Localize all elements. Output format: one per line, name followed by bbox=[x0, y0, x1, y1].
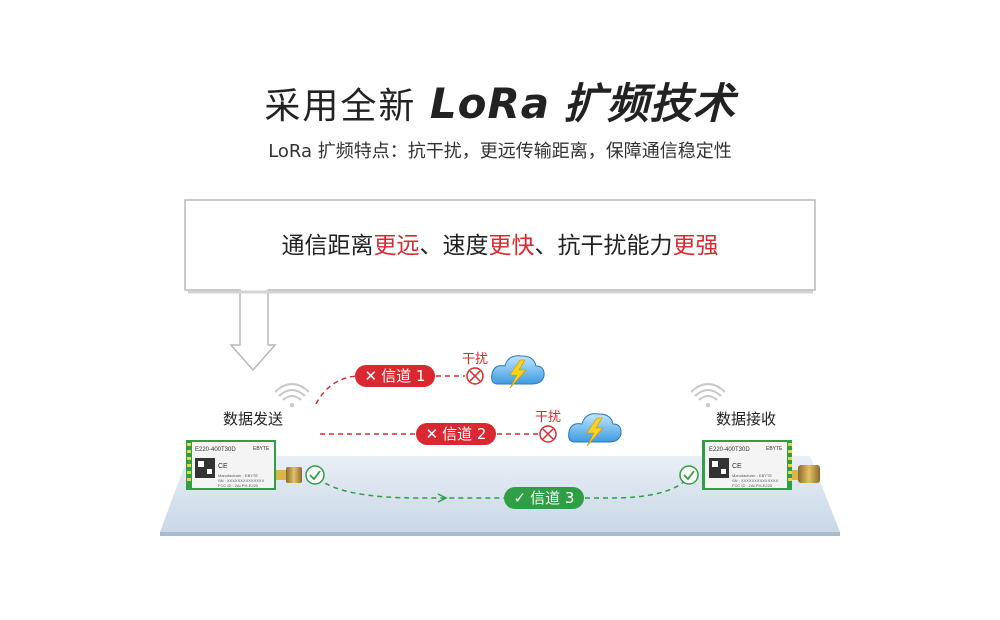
channel-1-interference-label: 干扰 bbox=[462, 352, 489, 367]
channel-3-label: 信道 3 bbox=[530, 489, 575, 507]
receiver-brand-text: EBYTE bbox=[766, 446, 783, 452]
callout-part-3: 、抗干扰能力 bbox=[534, 233, 673, 259]
channel-1-badge: ✕ 信道 1 bbox=[355, 365, 435, 387]
channel-2-badge: ✕ 信道 2 bbox=[416, 423, 496, 445]
channel-2-label: 信道 2 bbox=[442, 425, 487, 443]
channel-1-path bbox=[315, 375, 358, 405]
channel-1-label: 信道 1 bbox=[381, 367, 426, 385]
close-icon: ✕ bbox=[425, 425, 439, 443]
storm-cloud-2-icon bbox=[568, 413, 622, 447]
blocked-marker-2-icon bbox=[539, 425, 557, 443]
callout-highlight-3: 更强 bbox=[672, 233, 719, 259]
receiver-ce-mark: CE bbox=[732, 463, 742, 470]
callout-part-2: 、速度 bbox=[419, 233, 489, 259]
storm-cloud-1-icon bbox=[491, 355, 545, 389]
receiver-wifi-signal-icon bbox=[690, 383, 726, 407]
receiver-sn-text: SN : XXXXXXXXXXXXXX bbox=[732, 478, 779, 483]
close-icon: ✕ bbox=[364, 367, 378, 385]
title-prefix: 采用全新 bbox=[264, 86, 417, 127]
sender-wifi-signal-icon bbox=[274, 383, 310, 407]
sender-brand-text: EBYTE bbox=[253, 446, 270, 452]
title-brand: LoRa bbox=[429, 79, 551, 128]
check-icon: ✓ bbox=[513, 489, 527, 507]
page-title: 采用全新 LoRa 扩频技术 bbox=[0, 70, 1000, 131]
receiver-label: 数据接收 bbox=[716, 410, 777, 428]
receiver-module: E220-400T30D EBYTE CE Manufacturer : EBY… bbox=[702, 440, 820, 490]
sender-manufacturer-text: Manufacturer : EBYTE bbox=[218, 473, 258, 478]
sender-sn-text: SN : XXXXXXXXXXXXXX bbox=[218, 478, 265, 483]
callout-box bbox=[184, 199, 816, 372]
callout-highlight-2: 更快 bbox=[488, 233, 535, 259]
callout-part-1: 通信距离 bbox=[281, 233, 374, 259]
sender-fcc-text: FCC ID : 2ALPH-E220 bbox=[218, 483, 259, 488]
sender-check-icon bbox=[305, 465, 325, 485]
title-suffix: 扩频技术 bbox=[563, 79, 736, 128]
receiver-model-text: E220-400T30D bbox=[709, 447, 750, 453]
receiver-antenna-connector bbox=[798, 465, 820, 483]
sender-label: 数据发送 bbox=[223, 410, 284, 428]
receiver-check-icon bbox=[679, 465, 699, 485]
page-subtitle: LoRa 扩频特点：抗干扰，更远传输距离，保障通信稳定性 bbox=[268, 141, 732, 162]
channel-2-interference-label: 干扰 bbox=[535, 410, 562, 425]
sender-ce-mark: CE bbox=[218, 463, 228, 470]
channel-3-path bbox=[317, 477, 505, 499]
callout-highlight-1: 更远 bbox=[373, 233, 420, 259]
channel-3-arrow-icon bbox=[437, 493, 448, 503]
receiver-manufacturer-text: Manufacturer : EBYTE bbox=[732, 473, 772, 478]
channel-3-badge: ✓ 信道 3 bbox=[504, 487, 584, 509]
sender-antenna-connector bbox=[286, 467, 302, 483]
sender-model-text: E220-400T30D bbox=[195, 447, 236, 453]
sender-module: E220-400T30D EBYTE CE Manufacturer : EBY… bbox=[186, 440, 302, 490]
blocked-marker-1-icon bbox=[466, 367, 484, 385]
callout-headline: 通信距离更远、速度更快、抗干扰能力更强 bbox=[185, 226, 815, 260]
floor-plane bbox=[160, 456, 840, 536]
receiver-fcc-text: FCC ID : 2ALPH-E220 bbox=[732, 483, 773, 488]
